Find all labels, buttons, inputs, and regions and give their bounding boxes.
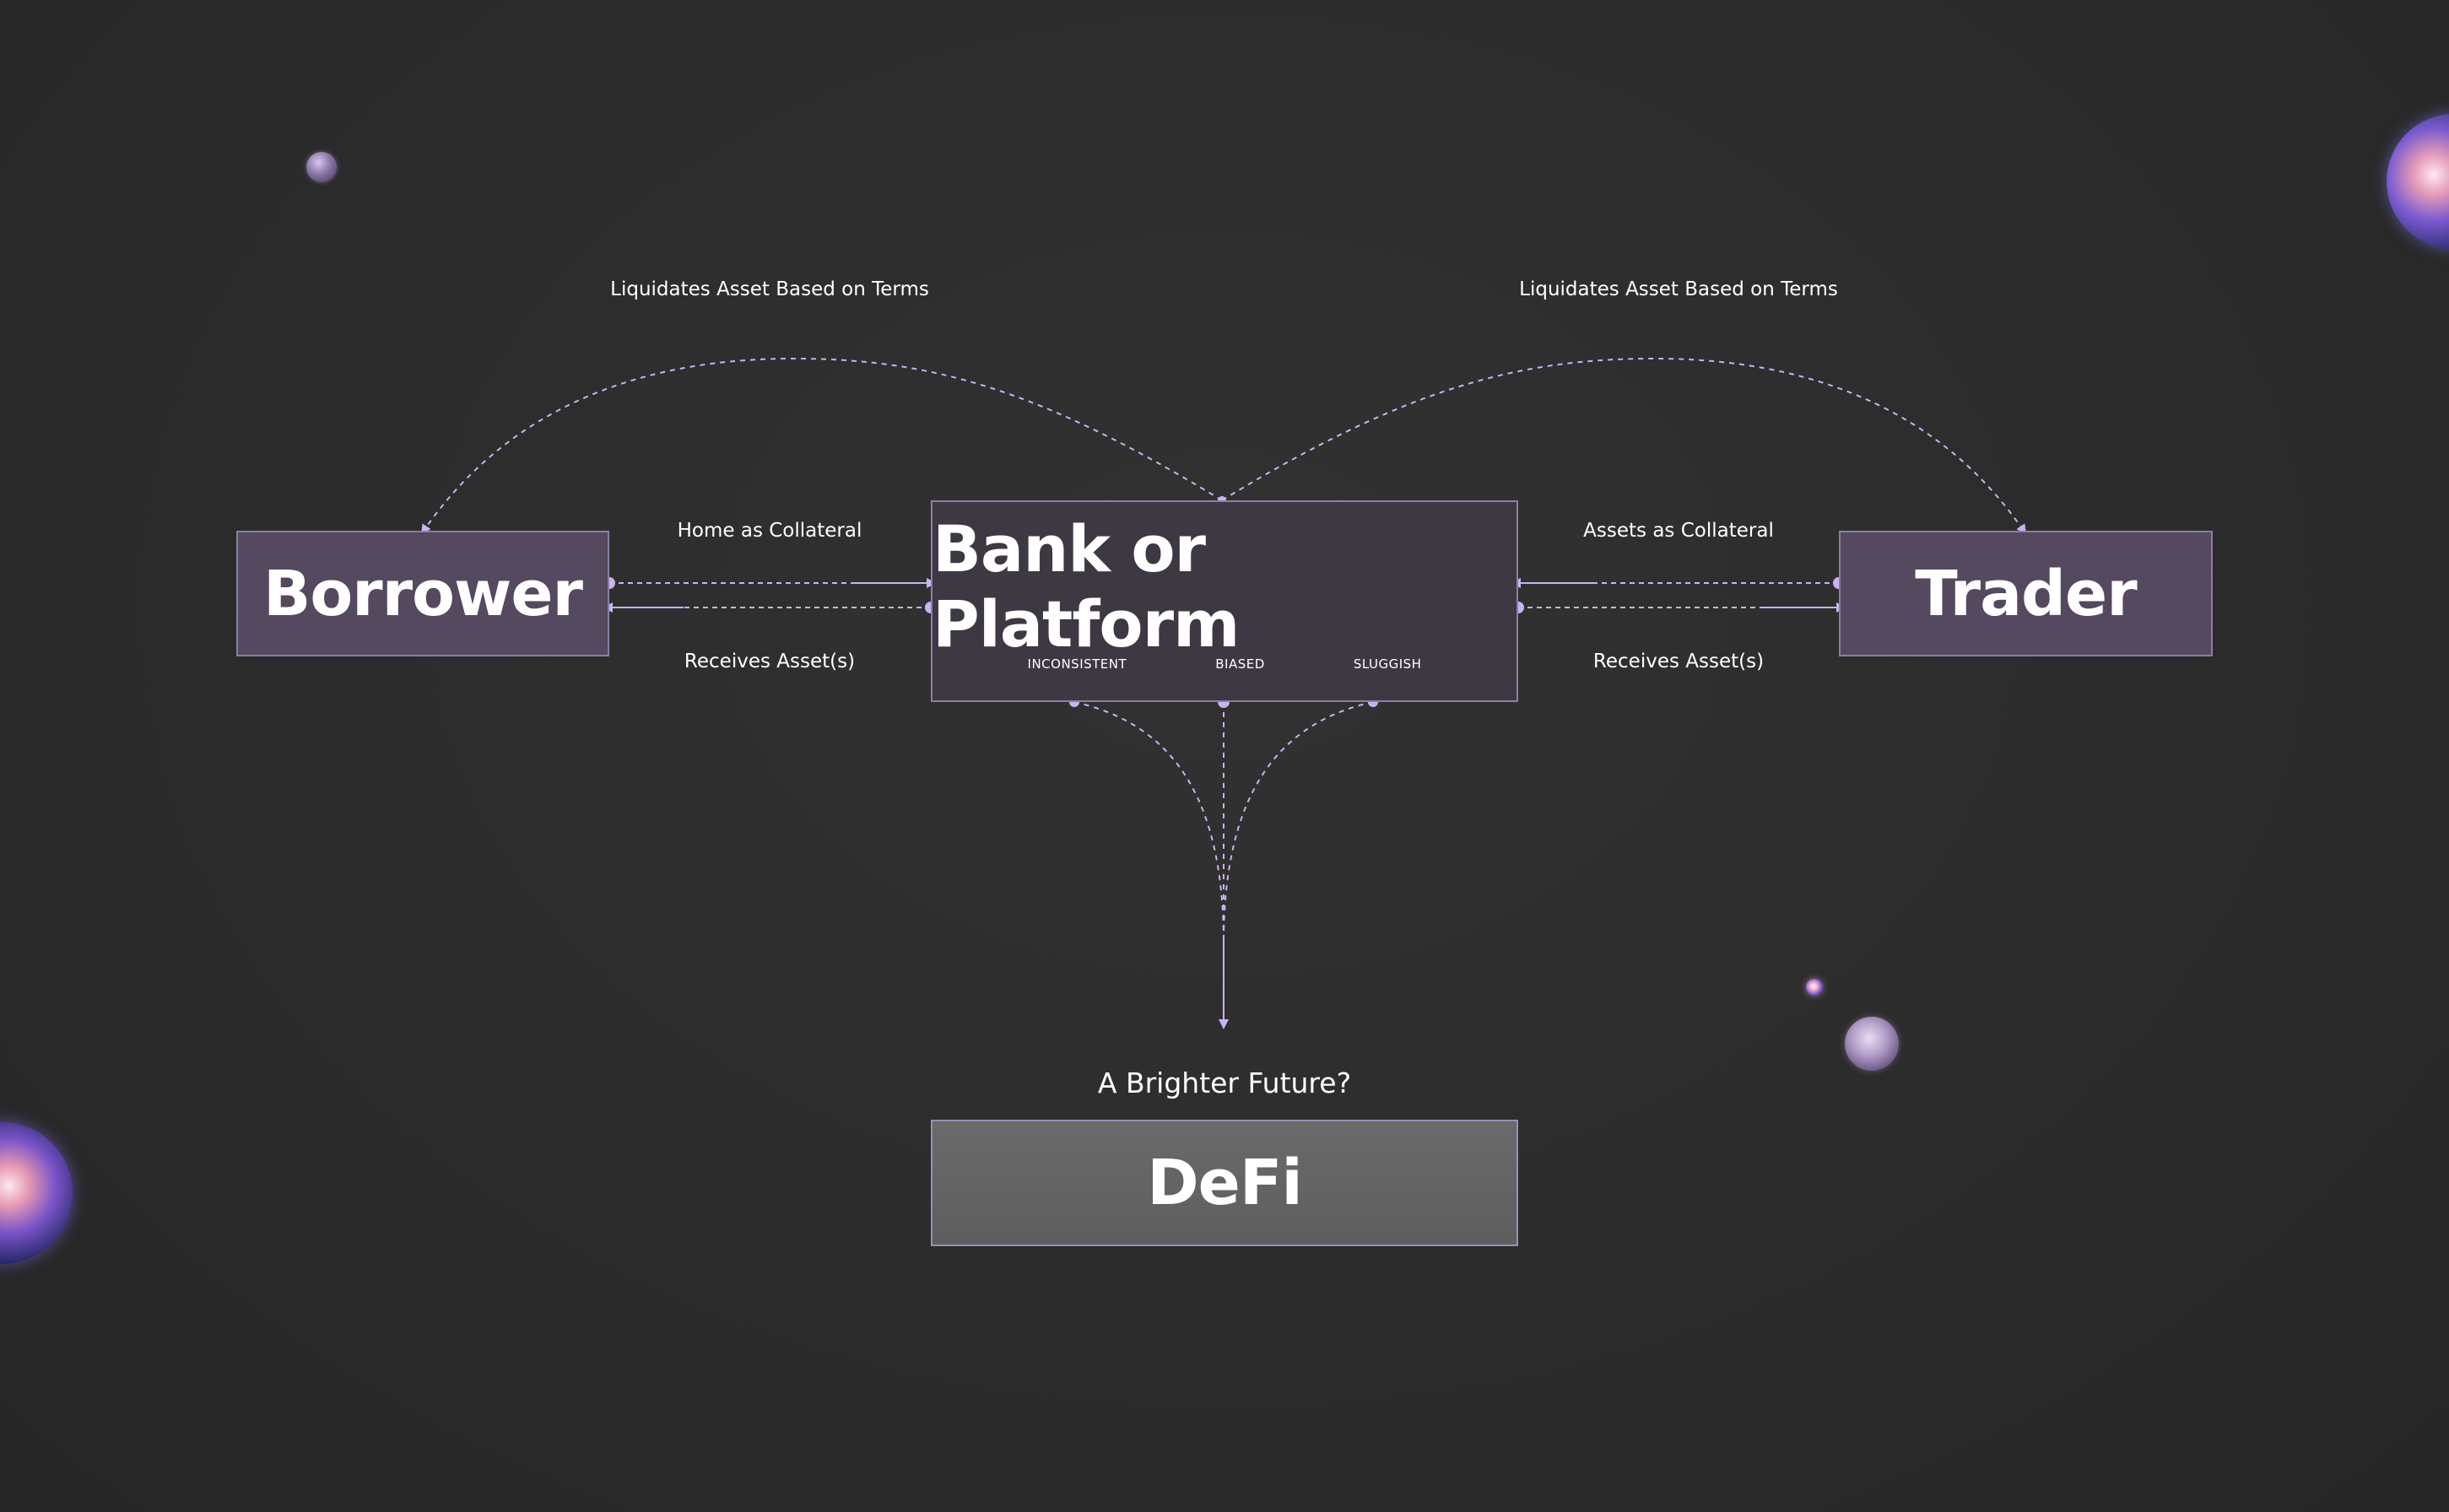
inconsistent-to-defi-curve (1073, 701, 1224, 937)
trader-node: Trader (1839, 531, 2213, 656)
tag-biased: BIASED (1215, 656, 1265, 672)
receives-asset-right-label: Receives Asset(s) (1592, 651, 1765, 672)
tiny-orb-decoration (1806, 979, 1823, 996)
tag-sluggish: SLUGGISH (1353, 656, 1422, 672)
bank-tags: INCONSISTENT BIASED SLUGGISH (933, 656, 1516, 672)
liquidates-label-left: Liquidates Asset Based on Terms (610, 278, 929, 300)
brighter-future-question: A Brighter Future? (1097, 1066, 1352, 1099)
borrower-title: Borrower (262, 557, 583, 630)
borrower-node: Borrower (236, 531, 609, 656)
liquidation-arc-left (420, 357, 1223, 535)
bank-platform-title: Bank or Platform (933, 510, 1240, 662)
liquidation-arc-right (1221, 357, 2027, 535)
small-orb-top-left-decoration (306, 152, 337, 182)
tag-inconsistent: INCONSISTENT (1027, 656, 1127, 672)
assets-collateral-label: Assets as Collateral (1583, 520, 1774, 542)
trader-title: Trader (1915, 557, 2137, 630)
defi-title: DeFi (1147, 1147, 1303, 1219)
medium-orb-decoration (1845, 1017, 1899, 1071)
sluggish-to-defi-curve (1223, 701, 1374, 937)
defi-node: DeFi (931, 1120, 1518, 1246)
liquidates-label-right: Liquidates Asset Based on Terms (1519, 278, 1838, 300)
receives-asset-left-label: Receives Asset(s) (684, 651, 856, 672)
bank-platform-node: Bank or Platform INCONSISTENT BIASED SLU… (931, 500, 1518, 702)
home-collateral-label: Home as Collateral (677, 520, 862, 542)
